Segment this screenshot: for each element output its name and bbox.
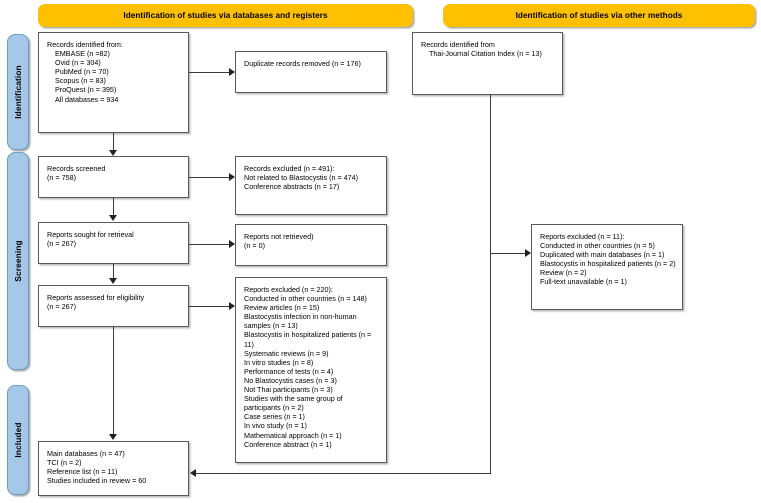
reports-excluded-main-box: Reports excluded (n = 220): Conducted in… [235,277,387,463]
connector-identified-to-screened [113,133,114,150]
stage-label-identification: Identification [13,65,23,119]
connector-sought-to-not-retrieved [189,244,229,245]
duplicate-records-removed-box: Duplicate records removed (n = 176) [235,51,387,93]
arrowhead-other-to-excluded-other [525,249,531,257]
stage-sidebar-screening: Screening [7,152,29,370]
arrowhead-assessed-to-excluded-main [229,302,235,310]
header-databases-and-registers: Identification of studies via databases … [38,4,413,27]
connector-assessed-to-excluded-main [189,306,229,307]
stage-sidebar-included: Included [7,385,29,495]
header-other-methods-label: Identification of studies via other meth… [515,11,683,20]
records-excluded-box: Records excluded (n = 491): Not related … [235,156,387,215]
reports-not-retrieved-box: Reports not retrieved) (n = 0) [235,224,387,266]
arrowhead-identified-to-duplicates [229,68,235,76]
stage-label-screening: Screening [13,240,23,282]
reports-excluded-other-box: Reports excluded (n = 11): Conducted in … [531,224,683,310]
arrowhead-sought-to-assessed [109,278,117,284]
stage-sidebar-identification: Identification [7,34,29,150]
header-databases-label: Identification of studies via databases … [123,11,328,20]
connector-identified-to-duplicates [189,72,229,73]
reports-assessed-for-eligibility-box: Reports assessed for eligibility (n = 26… [38,285,189,327]
studies-included-box: Main databases (n = 47) TCI (n = 2) Refe… [38,441,189,496]
arrowhead-sought-to-not-retrieved [229,240,235,248]
arrowhead-identified-to-screened [109,150,117,156]
connector-other-methods-spine [490,95,491,473]
connector-screened-to-excluded [189,177,229,178]
arrowhead-screened-to-sought [109,215,117,221]
records-identified-other-methods-box: Records identified from Thai-Journal Cit… [412,32,563,95]
connector-other-to-included [196,473,491,474]
connector-assessed-to-included [113,327,114,434]
reports-sought-for-retrieval-box: Reports sought for retrieval (n = 267) [38,222,189,264]
arrowhead-screened-to-excluded [229,173,235,181]
arrowhead-assessed-to-included [109,434,117,440]
records-identified-box: Records identified from: EMBASE (n =82) … [38,32,189,133]
connector-screened-to-sought [113,198,114,215]
connector-other-to-excluded-other [490,253,525,254]
header-other-methods: Identification of studies via other meth… [443,4,755,27]
stage-label-included: Included [13,422,23,458]
connector-sought-to-assessed [113,264,114,278]
arrowhead-other-to-included [190,469,196,477]
records-screened-box: Records screened (n = 758) [38,156,189,198]
